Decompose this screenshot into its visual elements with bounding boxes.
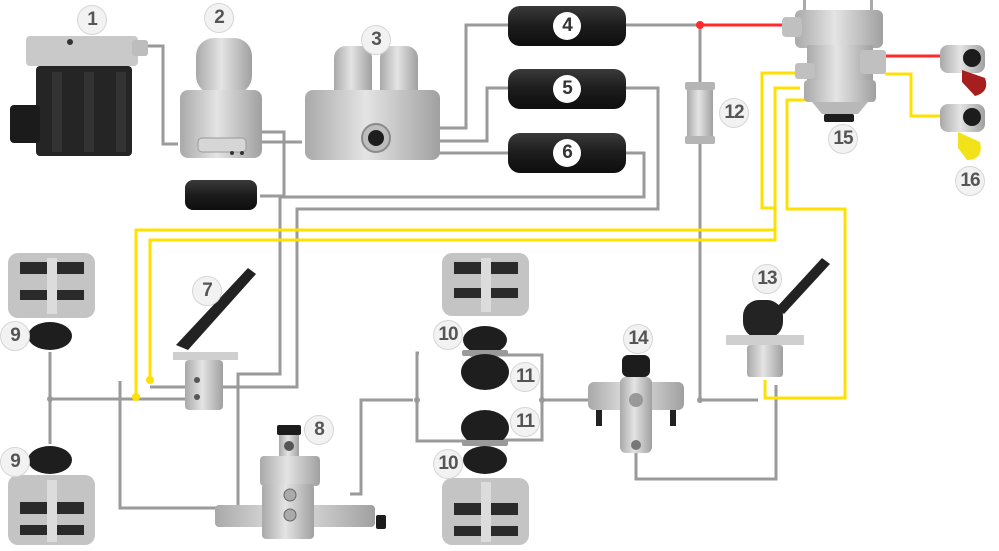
air-dryer[interactable] xyxy=(180,38,262,158)
line-dryer-pcv xyxy=(260,130,302,198)
junction-dot xyxy=(697,397,703,403)
brake-caliper-top-left[interactable] xyxy=(8,253,95,318)
label-spring-brake-top: 10 xyxy=(433,320,463,350)
label-reservoir-5: 5 xyxy=(553,75,581,103)
label-air-dryer: 2 xyxy=(204,3,234,33)
line-tank6-out xyxy=(118,151,646,510)
trailer-control-lines xyxy=(134,71,940,400)
label-spring-chamber-11-bottom: 11 xyxy=(510,407,540,437)
line-lsv-spring xyxy=(350,398,413,496)
label-coupling-heads: 16 xyxy=(955,166,985,196)
label-reservoir-6: 6 xyxy=(553,139,581,167)
label-compressor: 1 xyxy=(77,5,107,35)
junction-dot xyxy=(146,376,154,384)
coupling-head-red[interactable] xyxy=(940,45,987,96)
label-load-sensing-valve: 8 xyxy=(304,415,334,445)
load-sensing-valve[interactable] xyxy=(215,425,386,539)
foot-brake-valve[interactable] xyxy=(173,268,256,410)
line-compressor-dryer xyxy=(148,44,178,146)
line-tank5-out xyxy=(150,86,660,389)
brake-caliper-bottom-center[interactable] xyxy=(442,478,529,545)
label-brake-chamber-top: 9 xyxy=(0,321,30,351)
brake-caliper-top-center[interactable] xyxy=(442,253,529,316)
line-filter[interactable] xyxy=(685,82,715,144)
label-hand-brake-valve: 13 xyxy=(752,264,782,294)
trailer-control-valve[interactable] xyxy=(782,0,886,122)
brake-chamber-9-bottom[interactable] xyxy=(28,446,72,474)
line-pcv-tank4 xyxy=(438,23,510,130)
coupling-head-yellow[interactable] xyxy=(940,104,985,160)
label-reservoir-4: 4 xyxy=(553,12,581,40)
label-line-filter: 12 xyxy=(719,98,749,128)
junction-dot xyxy=(47,396,53,402)
spring-brake-chamber-top[interactable] xyxy=(461,326,509,390)
label-trailer-control-valve: 15 xyxy=(828,124,858,154)
label-spring-brake-bottom: 10 xyxy=(433,449,463,479)
label-brake-chamber-bottom: 9 xyxy=(0,447,30,477)
small-reservoir[interactable] xyxy=(185,180,257,210)
label-spring-chamber-11-top: 11 xyxy=(510,362,540,392)
line-relay-handbrake xyxy=(634,385,778,481)
relay-valve[interactable] xyxy=(588,355,684,453)
label-protection-valve: 3 xyxy=(361,25,391,55)
junction-dot xyxy=(539,397,545,403)
junction-dot xyxy=(414,397,420,403)
brake-caliper-bottom-left[interactable] xyxy=(8,475,95,545)
spring-brake-chamber-bottom[interactable] xyxy=(461,410,509,474)
four-circuit-protection-valve[interactable] xyxy=(305,46,440,160)
hand-brake-valve[interactable] xyxy=(726,258,830,377)
trailer-supply-lines xyxy=(700,23,940,58)
junction-dot xyxy=(132,393,140,401)
brake-chamber-9-top[interactable] xyxy=(28,322,72,350)
air-compressor[interactable] xyxy=(10,36,148,156)
label-foot-brake-valve: 7 xyxy=(192,276,222,306)
junction-dot xyxy=(696,21,704,29)
label-relay-valve: 14 xyxy=(623,324,653,354)
line-pcv-tank5 xyxy=(438,86,510,143)
